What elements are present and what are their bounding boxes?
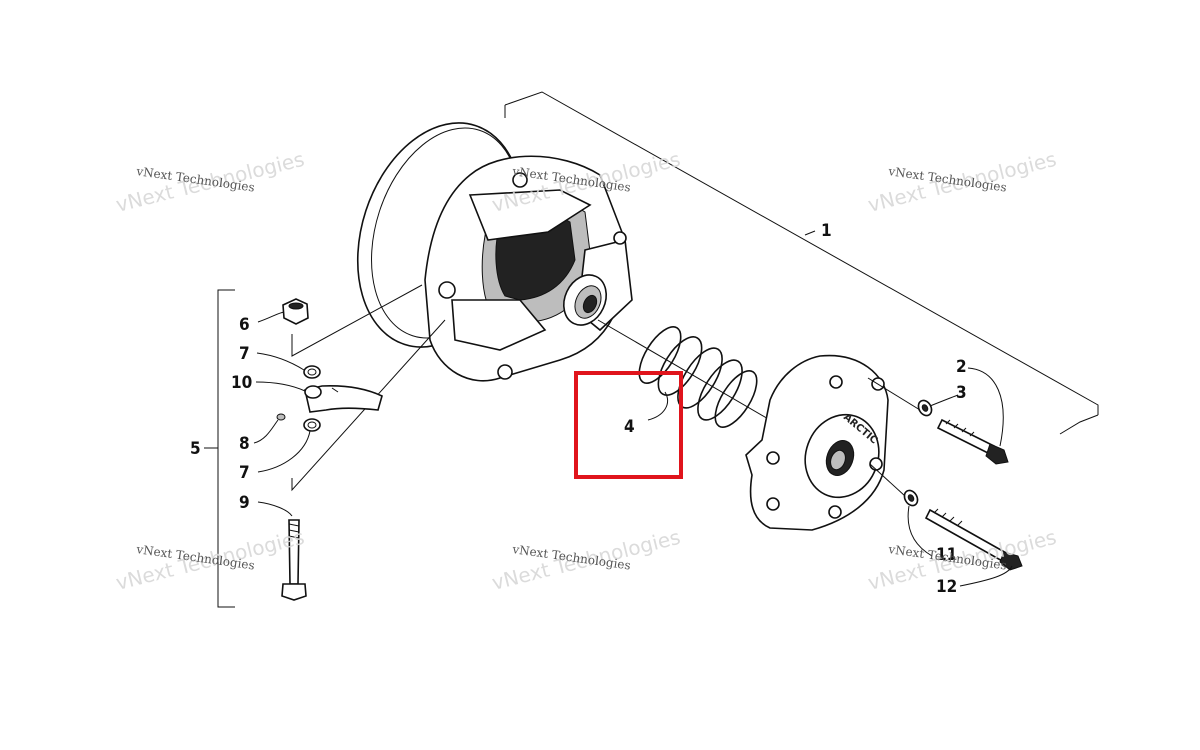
- callout-10: 10: [231, 373, 252, 393]
- watermark: vNext Technologies vNext Technologies: [113, 147, 306, 217]
- screw-and-washer-lower: [869, 463, 1023, 571]
- callout-5: 5: [190, 439, 201, 459]
- assembly-bracket-1: [504, 91, 1099, 435]
- callout-4: 4: [624, 417, 635, 437]
- watermark: vNext Technologies vNext Technologies: [865, 147, 1058, 217]
- callout-8: 8: [239, 434, 250, 454]
- callout-7-lower: 7: [239, 463, 250, 483]
- highlight-box-item-4: [574, 371, 683, 479]
- callouts: 1 2 3 4 5 6 7 10 8 7 9 11 12: [190, 221, 967, 597]
- spring: [597, 319, 771, 428]
- callout-11: 11: [936, 545, 957, 565]
- screw-and-washer-upper: [867, 377, 1009, 465]
- callout-12: 12: [936, 577, 957, 597]
- watermark: vNext Technologies vNext Technologies: [113, 525, 306, 595]
- callout-6: 6: [239, 315, 250, 335]
- watermark: vNext Technologies vNext Technologies: [489, 525, 682, 595]
- callout-7-upper: 7: [239, 344, 250, 364]
- callout-3: 3: [956, 383, 967, 403]
- callout-9: 9: [239, 493, 250, 513]
- clutch-assembly: [356, 122, 633, 382]
- cover-plate: ARCTIC: [745, 354, 889, 531]
- callout-1: 1: [821, 221, 832, 241]
- weight-subassembly: [204, 284, 446, 608]
- leader-lines: [253, 230, 1013, 587]
- callout-2: 2: [956, 357, 967, 377]
